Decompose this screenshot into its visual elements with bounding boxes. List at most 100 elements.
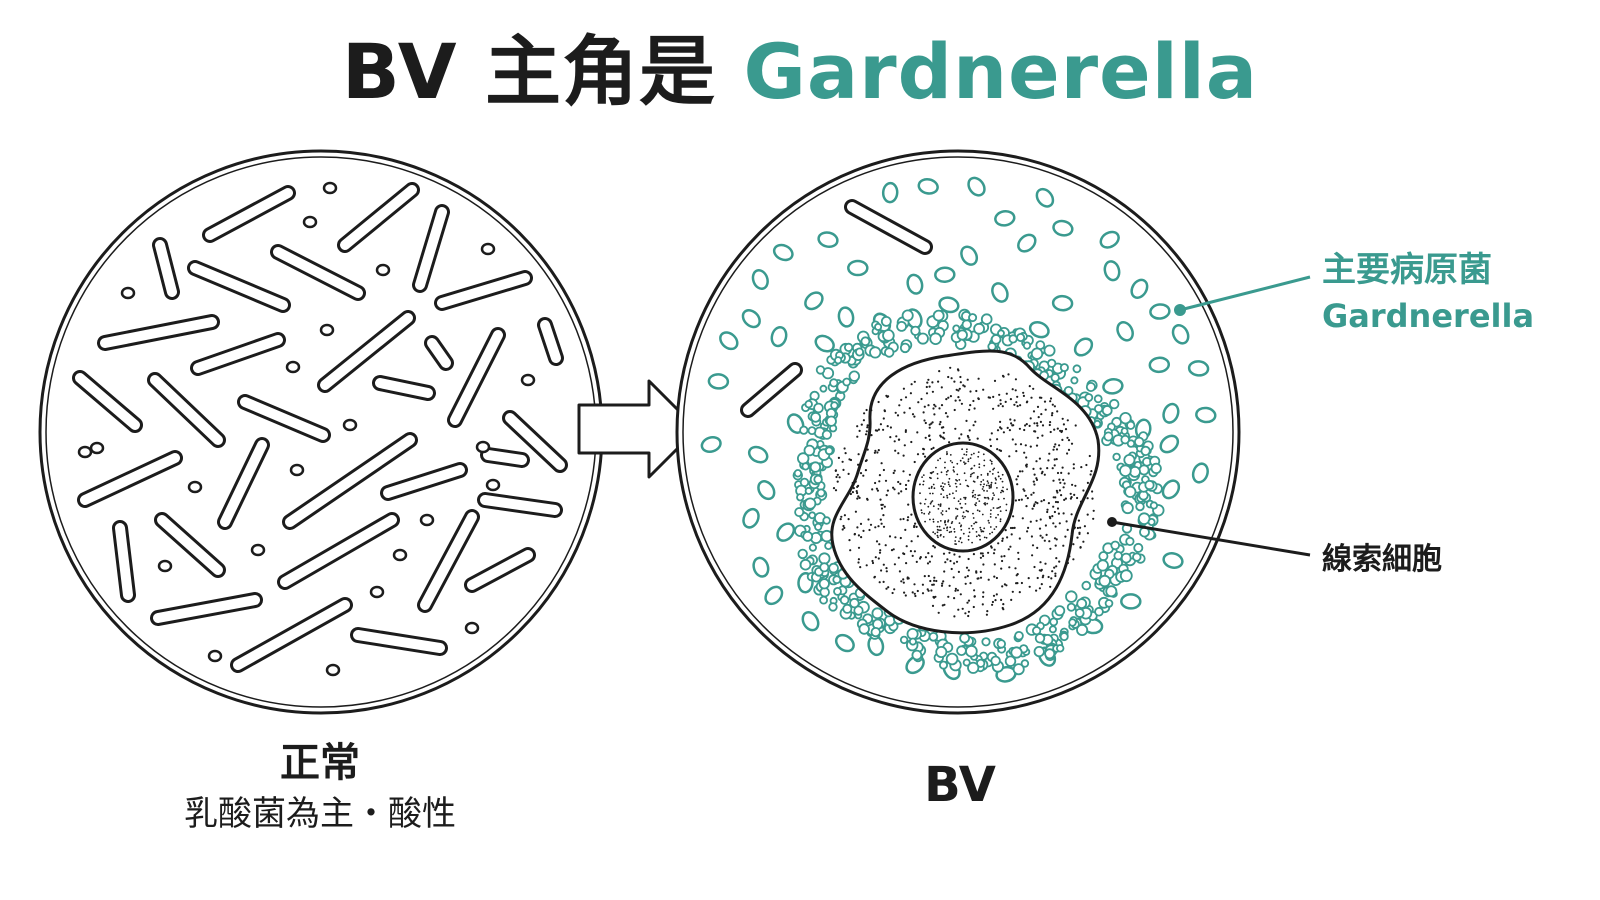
stipple-dot (973, 407, 976, 410)
stipple-dot (871, 561, 875, 565)
adherent-bacterium (809, 461, 822, 473)
stipple-dot (972, 605, 975, 609)
stipple-dot (1024, 444, 1027, 447)
nucleus-stipple-dot (947, 469, 949, 472)
adherent-bacterium (833, 587, 842, 596)
stipple-dot (898, 438, 901, 441)
nucleus-stipple-dot (941, 510, 944, 512)
stipple-dot (862, 419, 866, 422)
nucleus-stipple-dot (970, 473, 972, 476)
stipple-dot (884, 479, 888, 482)
adherent-bacterium (843, 342, 854, 352)
adherent-bacterium (956, 645, 967, 656)
adherent-bacterium (882, 329, 895, 342)
nucleus-stipple-dot (939, 457, 942, 460)
nucleus-stipple-dot (989, 532, 991, 535)
adherent-bacterium (1110, 540, 1120, 551)
adherent-bacterium (932, 309, 945, 322)
adherent-bacterium (1132, 552, 1142, 562)
nucleus-stipple-dot (967, 535, 970, 538)
stipple-dot (835, 475, 838, 479)
stipple-dot (1044, 562, 1047, 565)
stipple-dot (866, 426, 869, 429)
nucleus-stipple-dot (949, 526, 952, 529)
nucleus-stipple-dot (960, 529, 963, 531)
stipple-dot (1055, 448, 1059, 451)
lactobacillus-rod-fill (193, 335, 283, 373)
nucleus-stipple-dot (969, 475, 972, 478)
stipple-dot (992, 407, 995, 410)
nucleus-stipple-dot (940, 493, 942, 495)
stipple-dot (923, 455, 927, 458)
adherent-bacterium (869, 346, 882, 359)
lactobacillus-rod-fill (75, 373, 140, 430)
stipple-dot (999, 420, 1002, 423)
stipple-dot (966, 434, 970, 438)
gardnerella-coccobacillus (991, 282, 1009, 303)
adherent-bacterium (1105, 585, 1118, 598)
normal-panel-subtitle: 乳酸菌為主・酸性 (184, 794, 456, 834)
stipple-dot (915, 525, 918, 529)
stipple-dot (1038, 527, 1042, 530)
stipple-dot (1038, 569, 1041, 572)
stipple-dot (1086, 532, 1089, 535)
adherent-bacterium (1035, 340, 1046, 351)
stipple-dot (1070, 496, 1073, 499)
stipple-dot (870, 434, 873, 437)
stipple-dot (975, 389, 978, 393)
gardnerella-coccobacillus (1130, 278, 1149, 299)
nucleus-stipple-dot (999, 510, 1002, 512)
stipple-dot (836, 473, 839, 476)
stipple-dot (943, 603, 946, 606)
gardnerella-coccobacillus (1159, 434, 1180, 454)
nucleus-stipple-dot (982, 479, 985, 481)
nucleus-stipple-dot (997, 475, 1000, 478)
stipple-dot (893, 563, 897, 566)
nucleus-stipple-dot (965, 454, 968, 456)
stipple-dot (1053, 428, 1056, 431)
stipple-dot (1091, 490, 1094, 493)
adherent-bacterium (839, 595, 850, 605)
stipple-dot (1053, 464, 1056, 467)
adherent-bacterium (1104, 599, 1114, 608)
adherent-bacterium (1133, 542, 1144, 553)
nucleus-stipple-dot (942, 536, 945, 538)
stipple-dot (1060, 471, 1063, 474)
stipple-dot (932, 583, 935, 586)
nucleus-stipple-dot (1000, 489, 1003, 492)
stipple-dot (927, 378, 930, 381)
pathogen-callout-line (1179, 275, 1311, 312)
stipple-dot (1015, 401, 1018, 404)
adherent-bacterium (899, 635, 909, 645)
adherent-bacterium (1126, 420, 1136, 430)
stipple-dot (959, 375, 962, 379)
nucleus-stipple-dot (979, 526, 982, 529)
stipple-dot (1077, 519, 1080, 522)
stipple-dot (837, 456, 841, 459)
stipple-dot (891, 591, 894, 595)
adherent-bacterium (1016, 332, 1026, 342)
stipple-dot (903, 444, 906, 447)
stipple-dot (944, 561, 947, 564)
nucleus-stipple-dot (983, 527, 986, 530)
stipple-dot (968, 429, 971, 432)
adherent-bacterium (1070, 376, 1079, 385)
adherent-bacterium (973, 322, 985, 335)
stipple-dot (954, 589, 957, 592)
adherent-bacterium (1147, 518, 1156, 527)
adherent-bacterium (1068, 618, 1077, 627)
stipple-dot (865, 408, 868, 412)
stipple-dot (1039, 561, 1042, 564)
nucleus-stipple-dot (946, 494, 948, 497)
gardnerella-coccobacillus (934, 266, 956, 283)
adherent-bacterium (1033, 645, 1045, 658)
stipple-dot (883, 505, 886, 508)
stipple-dot (932, 446, 935, 449)
stipple-dot (1033, 473, 1036, 476)
stipple-dot (957, 570, 961, 574)
nucleus-stipple-dot (947, 483, 950, 486)
nucleus-stipple-dot (951, 521, 954, 523)
nucleus-stipple-dot (951, 461, 954, 464)
nucleus-stipple-dot (980, 528, 982, 531)
nucleus-stipple-dot (989, 516, 992, 518)
